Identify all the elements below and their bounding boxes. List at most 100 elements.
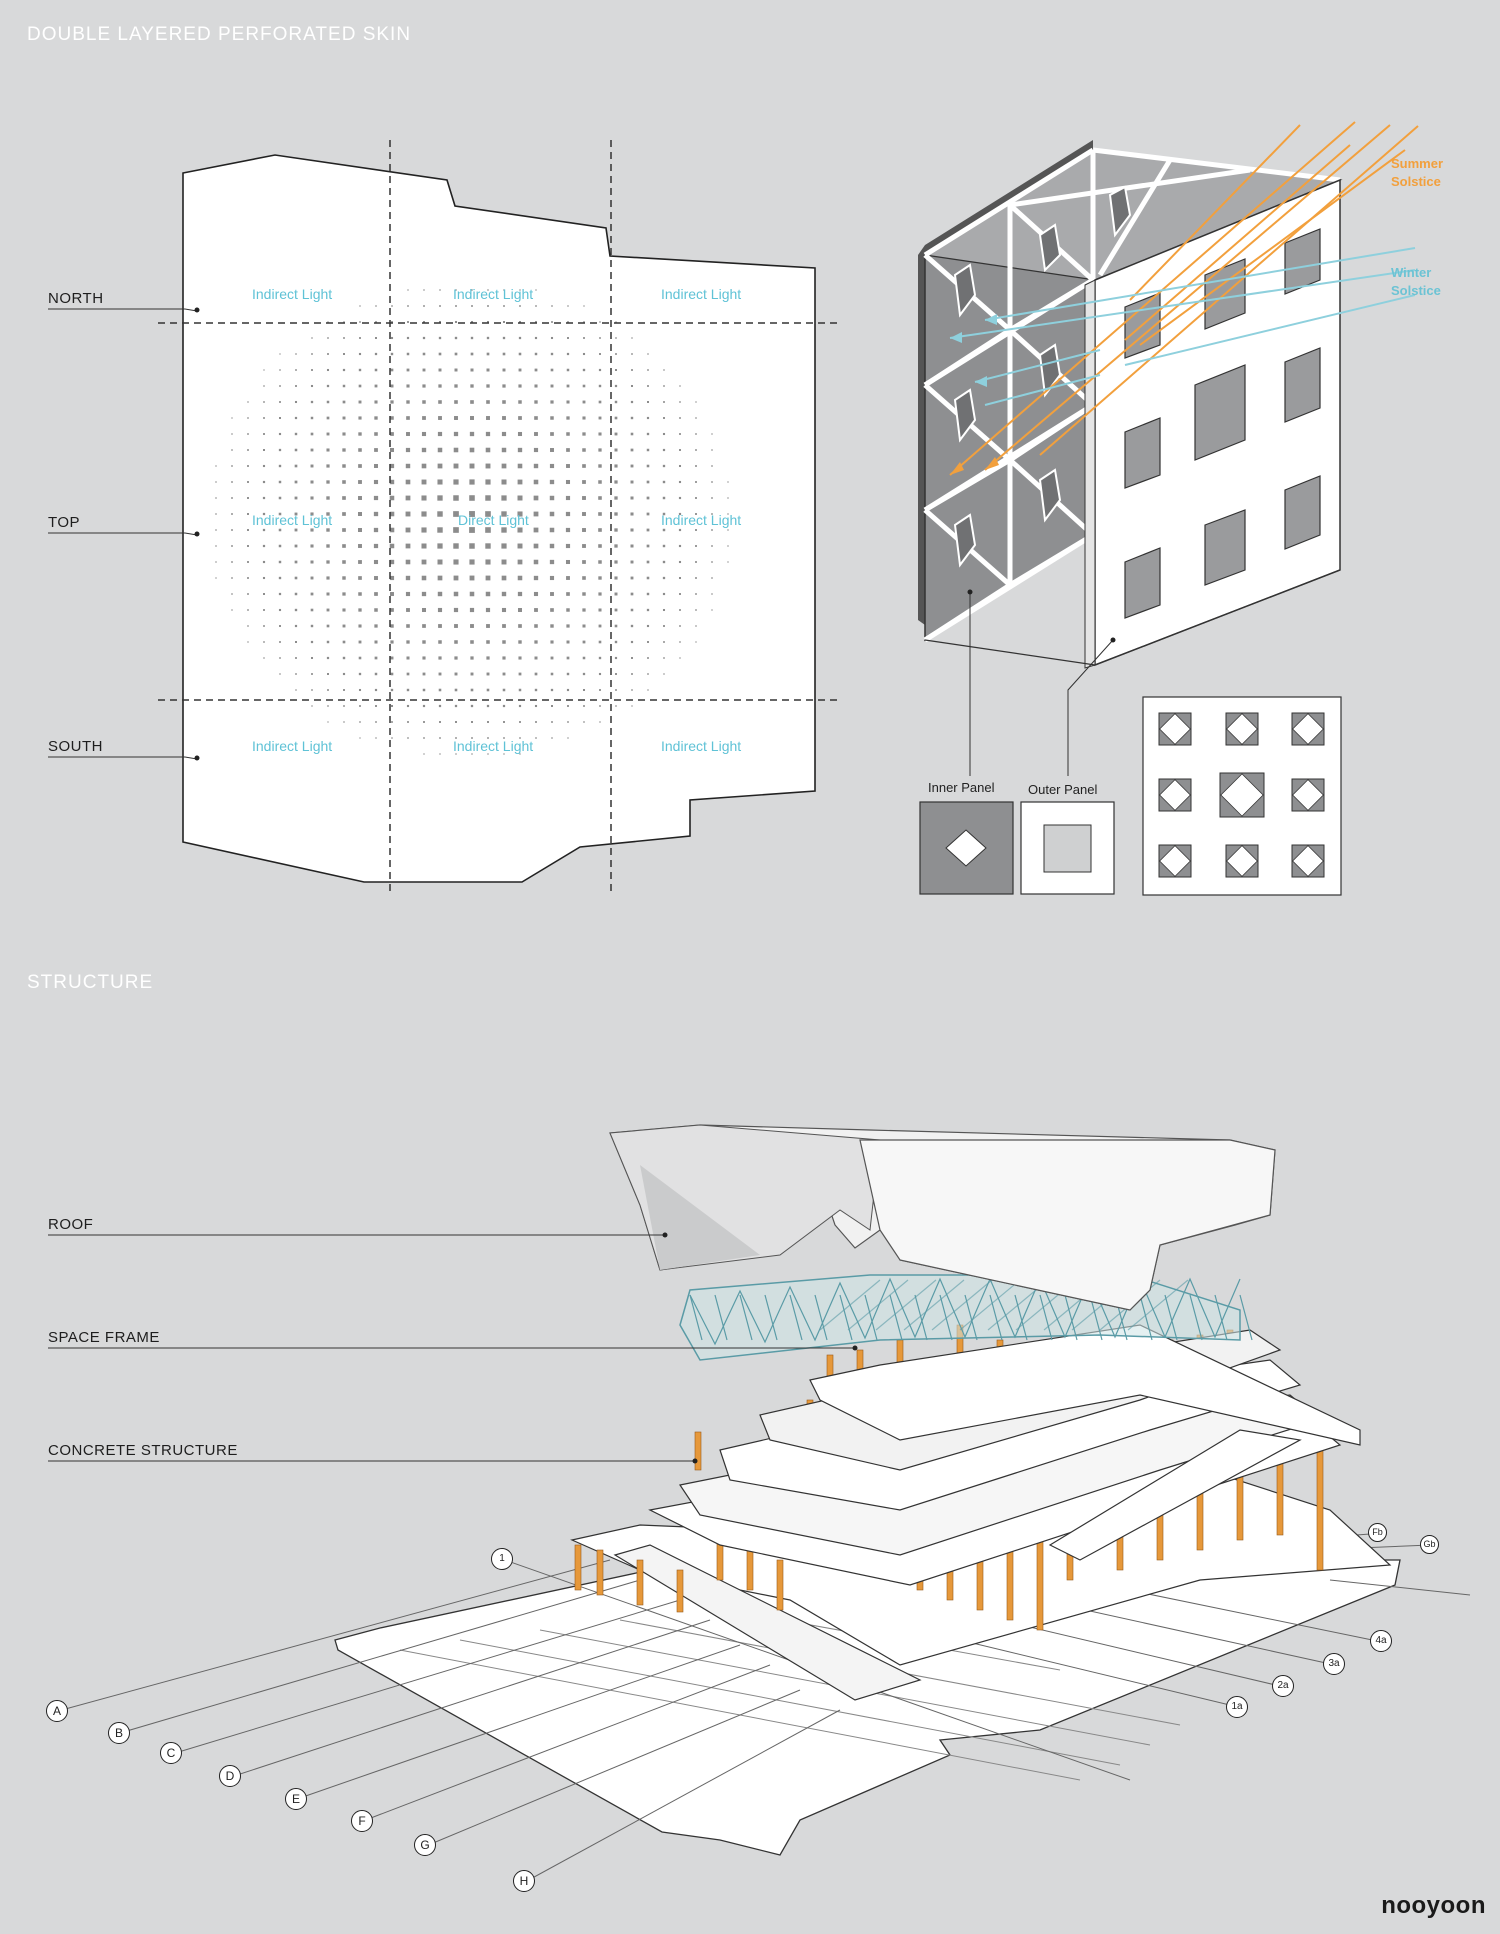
perforation-dot [247, 497, 249, 499]
perforation-dot [278, 448, 282, 452]
perforation-dot [342, 480, 346, 484]
concrete-structure-label: CONCRETE STRUCTURE [48, 1442, 238, 1459]
perforation-dot [646, 416, 650, 420]
perforation-dot [583, 337, 585, 339]
perforation-dot [294, 480, 298, 484]
perforation-dot [358, 512, 362, 516]
perforation-dot [646, 432, 650, 436]
perforation-dot [423, 721, 425, 723]
perforation-dot [663, 673, 665, 675]
perforation-dot [550, 688, 554, 692]
perforation-dot [470, 656, 474, 660]
perforation-dot [454, 352, 458, 356]
perforation-dot [662, 544, 666, 548]
perforation-dot [295, 673, 297, 675]
perforation-dot [231, 481, 233, 483]
perforation-dot [310, 576, 314, 580]
perforation-dot [262, 576, 266, 580]
perforation-dot [343, 689, 345, 691]
perforation-dot [326, 384, 330, 388]
perforation-dot [485, 575, 491, 581]
perforation-dot [631, 353, 633, 355]
perforation-dot [631, 673, 633, 675]
perforation-dot [278, 544, 282, 548]
perforation-dot [215, 561, 217, 563]
perforation-dot [406, 624, 410, 628]
perforation-dot [598, 640, 602, 644]
perforation-dot [295, 657, 297, 659]
perforation-dot [247, 609, 249, 611]
perforation-dot [646, 608, 650, 612]
perforation-dot [439, 753, 441, 755]
perforation-dot [263, 625, 265, 627]
dashed-grid [158, 140, 842, 893]
perforation-dot [278, 432, 282, 436]
perforation-dot [534, 608, 538, 612]
perforation-dot [406, 656, 410, 660]
perforation-dot [534, 416, 538, 420]
combo-diamond [1220, 773, 1264, 817]
grid-bubble-1a: 1a [1226, 1696, 1248, 1718]
perforation-dot [517, 431, 523, 437]
perforation-dot [727, 481, 729, 483]
perforation-dot [310, 528, 314, 532]
perforation-dot [614, 656, 618, 660]
perforation-dot [262, 480, 266, 484]
perforation-dot [405, 495, 411, 501]
perforation-dot [663, 401, 665, 403]
column [636, 1559, 644, 1606]
perforation-dot [437, 575, 443, 581]
perforation-dot [550, 608, 554, 612]
perforation-dot [469, 447, 475, 453]
perforation-dot [535, 737, 537, 739]
truss-strut [789, 1294, 803, 1341]
grid-bubble-gb: Gb [1420, 1535, 1439, 1554]
perforation-dot [550, 448, 554, 452]
perforation-dot [231, 417, 233, 419]
perforation-dot [517, 559, 523, 565]
perforation-dot [518, 704, 522, 708]
perforation-dot [679, 657, 681, 659]
perforation-dot [439, 721, 441, 723]
perforation-dot [469, 527, 475, 533]
perforation-dot [374, 624, 378, 628]
perforation-dot [470, 704, 474, 708]
perforation-dot [598, 544, 602, 548]
perforation-dot [582, 400, 586, 404]
perforation-dot [374, 592, 378, 596]
truss-strut [839, 1294, 853, 1341]
perforation-dot [343, 353, 345, 355]
perforation-dot [342, 640, 346, 644]
perforation-dot [421, 559, 427, 565]
perforation-dot [662, 464, 666, 468]
perforation-dot [231, 449, 233, 451]
perforation-dot [294, 592, 298, 596]
perforation-dot [582, 672, 586, 676]
perforation-dot [550, 416, 554, 420]
truss-strut [964, 1294, 978, 1341]
perforation-dot [375, 337, 377, 339]
perforation-dot [550, 384, 554, 388]
perforation-dot [663, 385, 665, 387]
perforation-dot [566, 640, 570, 644]
perforation-dot [534, 352, 538, 356]
outer-panel-label: Outer Panel [1028, 782, 1098, 797]
perforation-dot [453, 495, 459, 501]
skin-section-title: DOUBLE LAYERED PERFORATED SKIN [27, 24, 412, 45]
zone-leaders [48, 308, 198, 760]
perforation-dot [374, 608, 378, 612]
perforation-dot [567, 337, 569, 339]
perforation-dot [390, 336, 394, 340]
perforation-dot [614, 496, 618, 500]
perforation-dot [358, 432, 362, 436]
perforation-dot [454, 416, 458, 420]
perforation-dot [263, 401, 265, 403]
space-frame-label: SPACE FRAME [48, 1329, 160, 1346]
indirect-light-label: Indirect Light [453, 286, 534, 302]
perforation-dot [485, 591, 491, 597]
truss-strut [764, 1294, 778, 1341]
perforation-dot [470, 624, 474, 628]
perforation-dot [422, 416, 426, 420]
perforation-dot [582, 352, 586, 356]
